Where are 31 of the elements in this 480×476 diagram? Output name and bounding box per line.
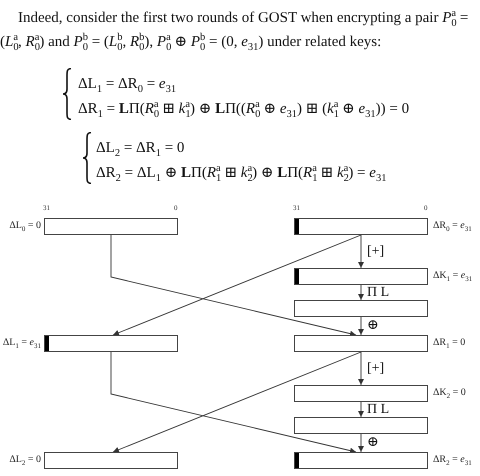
edge-label: [+] [366, 244, 386, 258]
edge-label: [+] [366, 362, 386, 376]
difference-label: ΔK$_{1}$ = e$_{31}$ [433, 271, 472, 281]
equation: ΔR$_{2}$ = ΔL$_{1}$ ⊕ LΠ(R$_{1}$$^{a}$ ⊞ k$_{2}$$^{a}$) ⊕ LΠ(R$_{1}$$^{a}$ ⊞ k$_{2}$$^{a}$) = e$_{31}$ [96, 166, 386, 181]
register-box [294, 268, 428, 285]
difference-label: ΔR$_{1}$ = 0 [433, 338, 466, 348]
register-box [44, 335, 178, 352]
register-box [294, 218, 428, 235]
paragraph: Indeed, consider the first two rounds of GOST when encrypting a pair P$_{0}$$^{a}$ = (L$_{0}$$^{a}$, R$_{0}$$^{a}$) and P$_{0}$$^{b}$ = (L$_{0}$$^{b}$, R$_{0}$$^{b}$), P$_{0}$$^{a}$ ⊕ P$_{0}$$^{b}$ = (0, e$_{31}$) under related keys: [0, 7, 470, 54]
register-box [44, 452, 178, 469]
arrow [358, 402, 364, 418]
difference-label: ΔL$_{2}$ = 0 [9, 455, 41, 465]
difference-label: ΔR$_{0}$ = e$_{31}$ [433, 221, 472, 231]
register-box [294, 335, 428, 352]
equation: ΔL$_{2}$ = ΔR$_{1}$ = 0 [96, 141, 184, 156]
difference-label: ΔL$_{1}$ = e$_{31}$ [2, 338, 41, 348]
equation: ΔL$_{1}$ = ΔR$_{0}$ = e$_{31}$ [78, 77, 176, 92]
register-box [294, 417, 428, 434]
arrow [358, 434, 364, 452]
difference-label: ΔL$_{0}$ = 0 [9, 221, 41, 231]
register-box [294, 300, 428, 317]
arrow [358, 284, 364, 300]
register-box [294, 385, 428, 402]
arrow [358, 234, 364, 268]
arrow [358, 352, 364, 386]
arrow [358, 316, 364, 336]
equation: ΔR$_{1}$ = LΠ(R$_{0}$$^{a}$ ⊞ k$_{1}$$^{a}$) ⊕ LΠ((R$_{0}$$^{a}$ ⊕ e$_{31}$) ⊞ (k$_{1}$$^{a}$ ⊕ e$_{31}$)) = 0 [78, 102, 410, 117]
difference-label: ΔR$_{2}$ = e$_{31}$ [433, 455, 472, 465]
register-box [44, 218, 178, 235]
register-box [294, 452, 428, 469]
difference-label: ΔK$_{2}$ = 0 [433, 388, 466, 398]
